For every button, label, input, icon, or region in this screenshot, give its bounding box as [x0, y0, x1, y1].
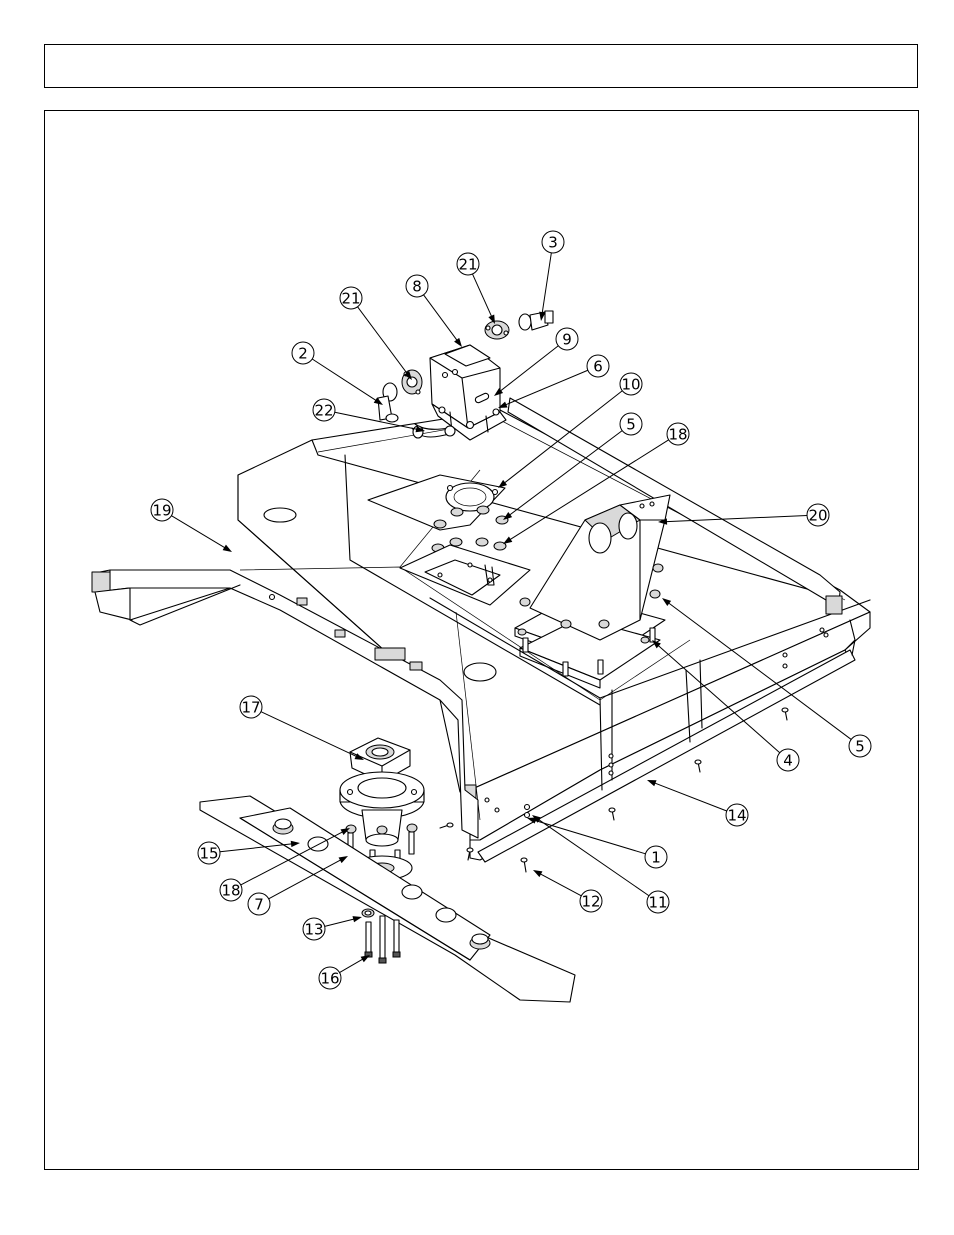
callout-label: 15: [199, 845, 218, 863]
arrow-head: [361, 955, 370, 962]
callout-c17: 17: [240, 696, 364, 760]
callout-label: 12: [581, 893, 600, 911]
leader-line: [424, 295, 459, 342]
callout-label: 5: [855, 738, 865, 756]
callout-label: 9: [562, 331, 572, 349]
callout-label: 21: [341, 290, 360, 308]
callout-label: 22: [314, 402, 333, 420]
callout-label: 8: [412, 278, 422, 296]
callout-label: 16: [320, 970, 339, 988]
callout-c19: 19: [151, 499, 232, 552]
callout-label: 10: [621, 376, 640, 394]
callout-c2: 2: [292, 342, 383, 405]
arrow-head: [223, 545, 232, 552]
leader-line: [340, 958, 365, 973]
leader-line: [542, 253, 551, 315]
callout-label: 19: [152, 502, 171, 520]
leader-line: [312, 359, 378, 402]
callout-label: 18: [221, 882, 240, 900]
callout-label: 5: [626, 416, 636, 434]
callout-label: 4: [783, 752, 793, 770]
callout-label: 2: [298, 345, 308, 363]
callout-label: 6: [593, 358, 603, 376]
callout-c3: 3: [539, 231, 564, 321]
callout-c9: 9: [494, 328, 578, 396]
callout-label: 20: [808, 507, 827, 525]
callout-c21b: 21: [457, 253, 495, 324]
leader-line: [533, 820, 646, 854]
callout-label: 14: [727, 807, 746, 825]
arrow-head: [647, 780, 657, 786]
callout-label: 18: [668, 426, 687, 444]
callout-label: 11: [648, 894, 667, 912]
callout-label: 1: [651, 849, 661, 867]
leader-line: [537, 818, 649, 895]
callout-c12: 12: [533, 870, 602, 912]
callout-c16: 16: [319, 955, 370, 989]
callout-label: 21: [458, 256, 477, 274]
callout-label: 17: [241, 699, 260, 717]
leader-line: [473, 274, 493, 318]
leader-line: [358, 307, 409, 375]
callout-label: 13: [304, 921, 323, 939]
arrow-head: [454, 338, 462, 347]
callout-c14: 14: [647, 780, 748, 826]
callout-label: 7: [254, 896, 264, 914]
callout-label: 3: [548, 234, 558, 252]
callout-c13: 13: [303, 916, 362, 940]
leader-line: [325, 918, 357, 926]
leader-line: [335, 412, 419, 430]
leader-line: [499, 346, 559, 393]
leader-line: [261, 712, 359, 758]
callout-c8: 8: [406, 275, 462, 347]
leader-line: [504, 370, 588, 405]
arrow-head: [352, 916, 362, 922]
leader-line: [653, 782, 727, 811]
leader-line: [171, 516, 226, 549]
leader-line: [538, 873, 581, 896]
callout-c21a: 21: [340, 287, 412, 380]
callout-c22: 22: [313, 399, 425, 432]
arrow-head: [533, 870, 542, 877]
